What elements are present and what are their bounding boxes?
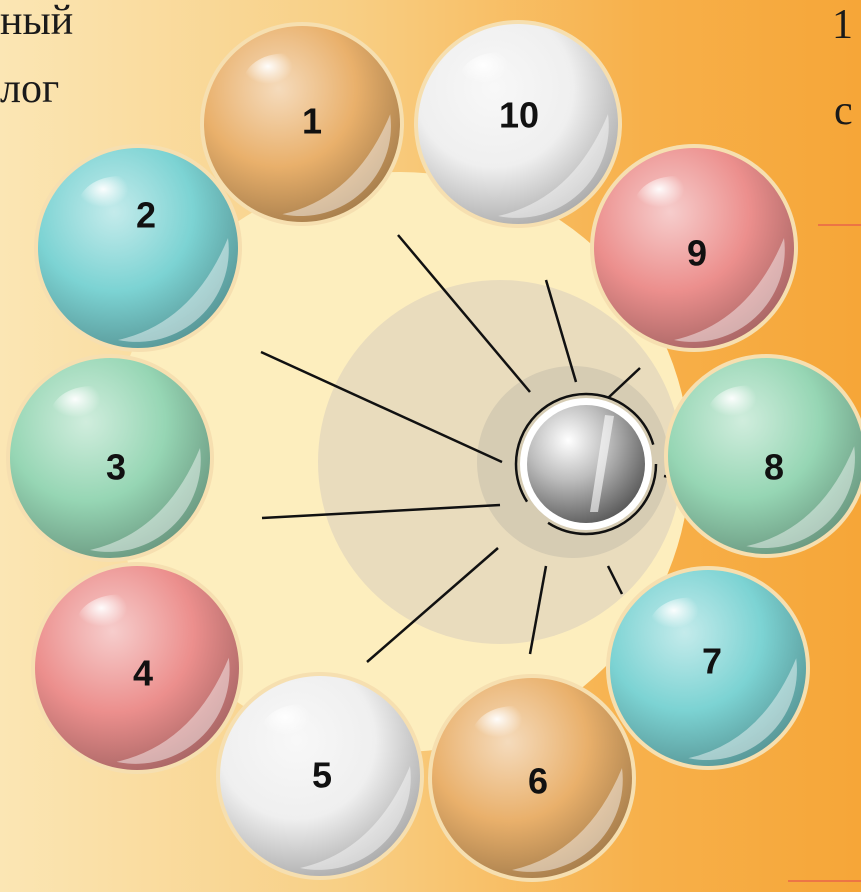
ball-gloss <box>634 176 718 236</box>
background-text-right-1: 1 <box>832 2 853 48</box>
ball-label: 2 <box>136 195 156 236</box>
ball-sheen <box>300 766 411 870</box>
ball-gloss <box>458 52 542 112</box>
background-text-left-1: ный <box>0 0 74 44</box>
ball-gloss <box>50 386 134 446</box>
center-ring <box>514 392 658 536</box>
ball-label: 7 <box>702 641 722 682</box>
ball-gloss <box>243 53 326 113</box>
ball-9: 9 <box>590 144 798 352</box>
ball-gloss <box>260 704 344 764</box>
ball-gloss <box>649 597 732 657</box>
ball-gloss <box>78 176 162 236</box>
ball-7: 7 <box>606 566 810 770</box>
accent-line-right <box>818 224 861 226</box>
ball-label: 9 <box>687 233 707 274</box>
ball-sheen <box>674 238 785 342</box>
ball-sheen <box>498 114 609 218</box>
ball-6: 6 <box>428 674 636 882</box>
ball-label: 1 <box>302 101 322 142</box>
center-ball-highlight <box>590 415 614 512</box>
ball-label: 6 <box>528 761 548 802</box>
ball-label: 8 <box>764 447 784 488</box>
ball-sheen <box>282 114 391 217</box>
ball-3: 3 <box>6 354 214 562</box>
ball-8: 8 <box>664 354 861 558</box>
ball-sheen <box>688 658 797 761</box>
ball-gloss <box>472 706 556 766</box>
ball-gloss <box>707 385 790 445</box>
ball-label: 5 <box>312 755 332 796</box>
ball-2: 2 <box>34 144 242 352</box>
ball-sheen <box>90 448 201 552</box>
ball-sheen <box>746 446 855 549</box>
ball-4: 4 <box>31 562 243 774</box>
background-text-right-2: с <box>834 88 853 134</box>
ball-sheen <box>118 238 229 342</box>
ball-1: 1 <box>200 22 404 226</box>
center-ball <box>527 405 645 523</box>
spokes <box>260 234 676 663</box>
ball-label: 4 <box>133 653 153 694</box>
ball-sheen <box>116 657 230 764</box>
ball-label: 10 <box>499 95 539 136</box>
background-text-left-2: лог <box>0 66 60 112</box>
ball-sheen <box>512 768 623 872</box>
balls-layer: 1 2 3 4 5 6 7 8 9 10 <box>6 20 861 882</box>
ball-gloss <box>75 594 162 656</box>
ball-body <box>38 148 238 348</box>
ball-label: 3 <box>106 447 126 488</box>
ball-10: 10 <box>414 20 622 228</box>
ball-5: 5 <box>216 672 424 880</box>
accent-line-bottom <box>788 880 861 882</box>
